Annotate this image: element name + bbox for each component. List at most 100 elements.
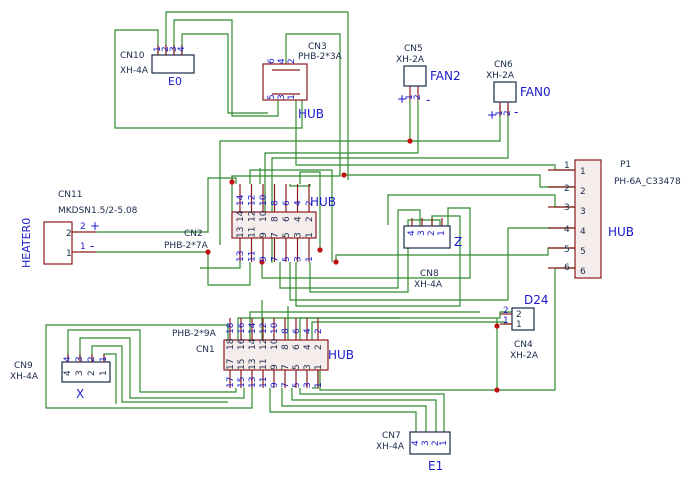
wire [45,324,253,409]
ref-label: CN6 [494,60,513,70]
wire [96,251,251,286]
connector-cn9[interactable]: 4 3 2 1 4 3 2 1 CN9 XH-4A X [10,354,111,401]
wire [269,388,417,432]
wire [289,227,575,301]
wire [291,388,437,432]
net-label: E1 [428,459,443,473]
pin-number: 3 [75,370,85,376]
wire [200,262,241,269]
pin-number: 4 [294,216,304,222]
pin-number: 5 [292,364,302,370]
pin-number: 14 [248,338,258,350]
wire [271,105,509,263]
pin-number: 18 [226,322,236,334]
pin-number: 3 [294,232,304,238]
pin-number: 15 [237,359,247,370]
connector-body [151,54,195,74]
net-label: FAN2 [430,69,461,83]
minus-sign: - [90,239,94,253]
connector-cn10[interactable]: 1 2 3 4 CN10 XH-4A E0 [120,45,195,88]
part-label: MKDSN1.5/2-5.08 [58,206,138,216]
wire [299,388,445,432]
wire [261,207,471,279]
pin-number: 2 [314,328,324,334]
pin-number: 5 [267,94,277,100]
minus-sign: - [426,93,430,107]
wires [45,11,575,432]
pin-number: 6 [564,263,570,273]
junction-dot [494,387,500,393]
pin-number: 6 [282,200,292,206]
junction-dot [341,172,347,178]
net-label: FAN0 [520,85,551,99]
pin-number: 2 [503,110,513,116]
pin-number: 15 [237,377,247,388]
pin-number: 4 [303,328,313,334]
pin-number: 8 [271,200,281,206]
wire [299,171,321,250]
connector-cn4[interactable]: 2 1 2 1 D24 CN4 XH-2A [500,293,549,361]
net-label: HUB [328,348,354,362]
pin-number: 2 [503,306,509,316]
connector-cn11[interactable]: 2 1 2 1 + - CN11 MKDSN1.5/2-5.08 HEATER0 [20,190,138,268]
pin-number: 2 [427,230,437,236]
pin-number: 1 [314,364,324,370]
connector-body [223,339,329,371]
pin-number: 4 [407,230,417,236]
junctions [205,138,500,393]
pin-number: 4 [303,344,313,350]
pin-number: 8 [281,328,291,334]
junction-dot [333,259,339,265]
net-label: D24 [524,293,549,307]
plus-sign: + [395,94,409,104]
wire [335,247,575,262]
pin-number: 1 [580,167,586,177]
pin-number: 7 [271,232,281,238]
pin-number: 12 [248,195,258,206]
pin-number: 17 [226,359,236,370]
pin-number: 11 [259,377,269,388]
net-label: HUB [310,195,336,209]
ref-label: CN8 [420,269,439,279]
pin-number: 14 [236,210,246,222]
pin-number: 4 [277,58,287,64]
pin-number: 11 [248,227,258,238]
pin-number: 7 [281,364,291,370]
ref-label: CN11 [58,190,82,200]
connector-p1[interactable]: 1 2 3 4 5 6 1 2 3 4 5 6 P1 PH-6A_C33478 … [548,159,681,279]
ref-label: CN2 [184,229,203,239]
part-label: XH-4A [414,280,443,290]
pin-number: 1 [495,110,505,116]
pin-number: 11 [248,251,258,262]
plus-sign: + [485,110,499,120]
wire [165,11,349,180]
net-label: E0 [168,75,182,88]
pin-number: 10 [259,210,269,222]
part-label: XH-2A [510,351,539,361]
wire [96,177,237,233]
plus-sign: + [90,219,100,233]
connector-cn3[interactable]: 6 4 2 5 3 1 CN3 PHB-2*3A HUB [262,42,343,121]
pin-number: 6 [282,216,292,222]
connector-cn8[interactable]: 4 3 2 1 CN8 XH-4A Z [403,218,462,290]
pin-number: 2 [305,216,315,222]
connector-body [61,361,111,383]
pin-number: 3 [277,94,287,100]
net-label: HUB [298,107,324,121]
connector-cn7[interactable]: 4 3 2 1 CN7 XH-4A E1 [376,431,451,473]
connector-body [403,65,427,87]
connector-cn5[interactable]: 1 2 CN5 XH-2A FAN2 + - [395,44,461,107]
pin-number: 10 [270,322,280,334]
pin-number: 2 [431,440,441,446]
pin-number: 3 [564,203,570,213]
connector-cn6[interactable]: 1 2 CN6 XH-2A FAN0 + - [485,60,551,120]
wire [181,33,268,114]
part-label: PHB-2*3A [298,52,343,62]
wire [311,321,512,340]
part-label: XH-4A [376,442,405,452]
pin-number: 10 [270,338,280,350]
wire [279,209,421,289]
